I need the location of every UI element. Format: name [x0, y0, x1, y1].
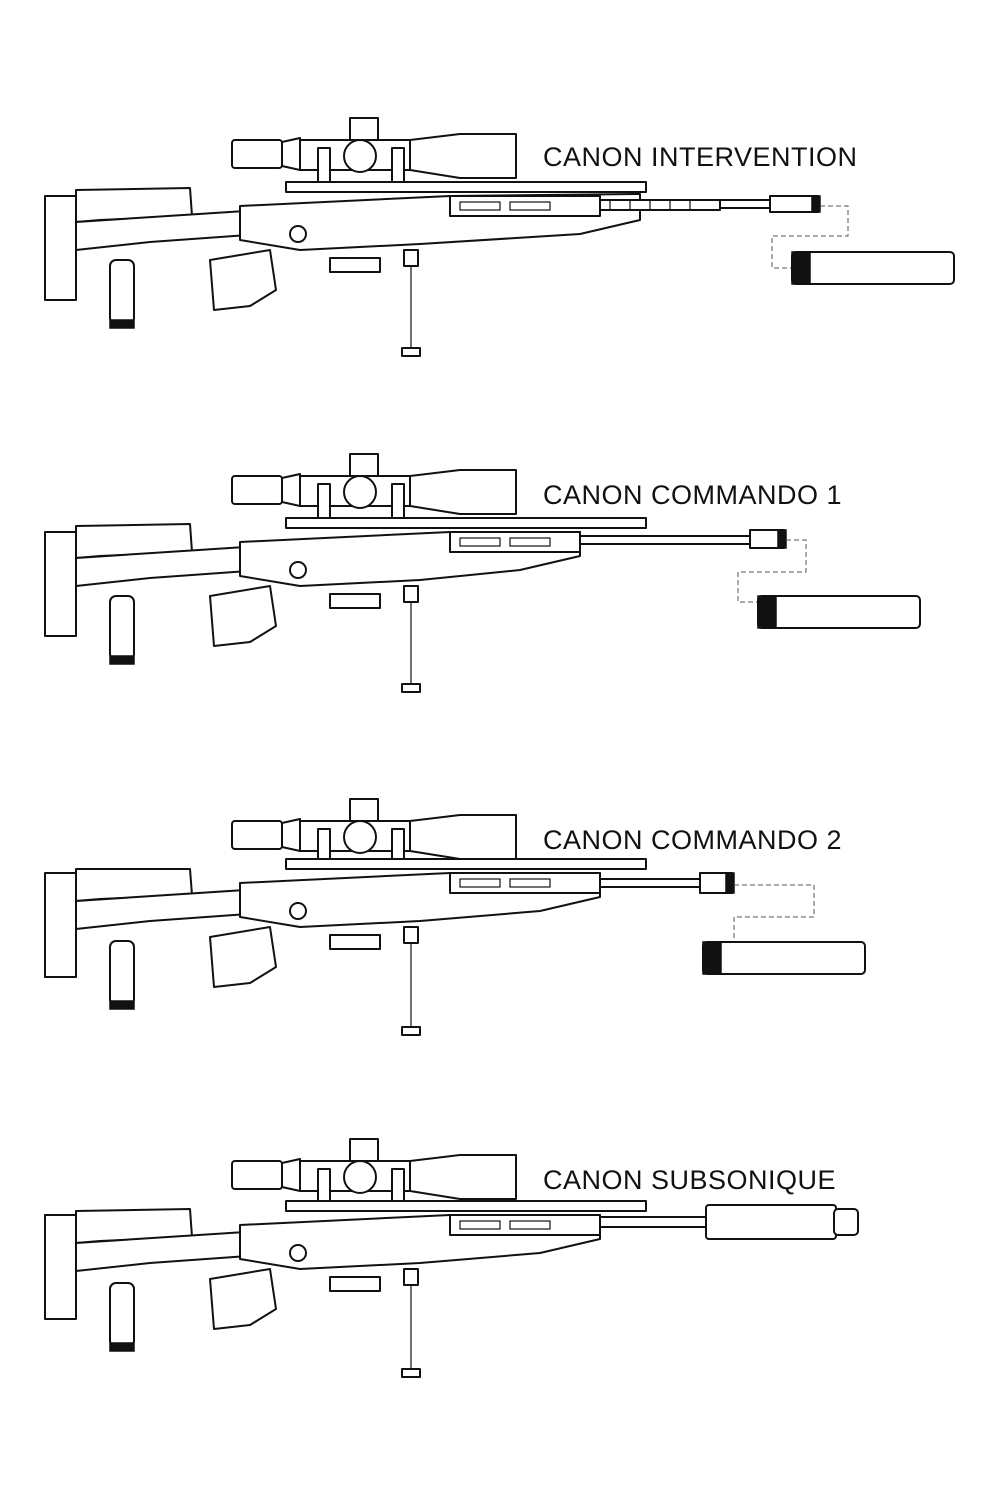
- rifle-subsonique-drawing: [44, 1138, 859, 1378]
- monopod-grip: [109, 595, 135, 661]
- config-commando-2: CANON COMMANDO 2: [0, 795, 1000, 1135]
- monopod-grip: [109, 259, 135, 325]
- suppressor-detached: [757, 595, 921, 629]
- rifle-commando-2-drawing: [44, 798, 866, 1036]
- bipod: [401, 249, 421, 357]
- config-intervention: CANON INTERVENTION: [0, 110, 1000, 450]
- scope: [231, 798, 517, 866]
- config-title: CANON SUBSONIQUE: [543, 1165, 837, 1195]
- config-commando-1: CANON COMMANDO 1: [0, 450, 1000, 790]
- config-subsonique: CANON SUBSONIQUE: [0, 1135, 1000, 1475]
- handguard: [449, 195, 601, 217]
- stock: [44, 868, 263, 1010]
- scope: [231, 453, 517, 521]
- barrel-medium: [579, 529, 787, 549]
- top-rail: [285, 517, 647, 529]
- pistol-grip: [209, 585, 277, 647]
- stock: [44, 1208, 263, 1352]
- rifle-commando-1-drawing: [44, 453, 921, 693]
- bipod: [401, 926, 421, 1036]
- handguard: [449, 872, 601, 894]
- stock: [44, 187, 263, 329]
- bipod: [401, 1268, 421, 1378]
- suppressor-link-line: [737, 539, 807, 603]
- scope: [231, 117, 517, 185]
- top-rail: [285, 858, 647, 870]
- barrel-short: [599, 872, 735, 894]
- handguard: [449, 531, 581, 553]
- config-title: CANON COMMANDO 1: [543, 480, 843, 510]
- pistol-grip: [209, 249, 277, 311]
- config-title: CANON INTERVENTION: [543, 142, 858, 172]
- scope: [231, 1138, 517, 1206]
- monopod-grip: [109, 1282, 135, 1348]
- top-rail: [285, 181, 647, 193]
- suppressor-link-line: [771, 205, 849, 269]
- suppressor-detached: [791, 251, 955, 285]
- pistol-grip: [209, 926, 277, 988]
- suppressor-detached: [702, 941, 866, 975]
- handguard: [449, 1214, 601, 1236]
- barrel-long: [599, 195, 821, 213]
- stock: [44, 523, 263, 665]
- rifle-intervention-drawing: [44, 117, 955, 357]
- barrel-integral-suppressor: [599, 1204, 859, 1240]
- suppressor-link-line: [733, 884, 815, 943]
- config-title: CANON COMMANDO 2: [543, 825, 843, 855]
- top-rail: [285, 1200, 647, 1212]
- monopod-grip: [109, 940, 135, 1006]
- bipod: [401, 585, 421, 693]
- pistol-grip: [209, 1268, 277, 1330]
